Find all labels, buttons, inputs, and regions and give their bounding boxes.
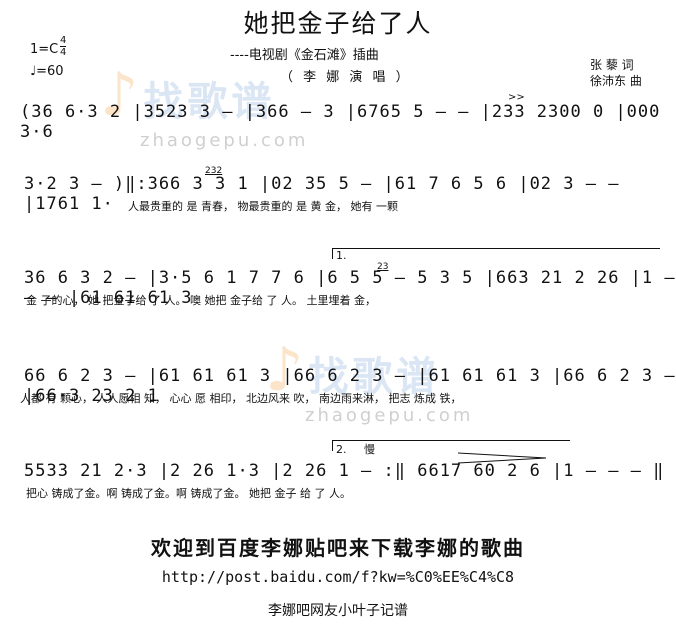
notation-line: (36 6·3 2 |3523 3 – |366 – 3 |6765 5 – –… <box>20 102 661 142</box>
music-note-icon: ♪ <box>265 335 304 405</box>
lyrics-line: 金 子的心， 她 把金子给 了 人。 噢 她把 金子给 了 人。 土里埋着 金， <box>26 294 376 307</box>
tieba-link[interactable]: http://post.baidu.com/f?kw=%C0%EE%C4%C8 <box>161 568 515 586</box>
watermark-middle: ♪ 找歌谱 zhaogepu.com <box>265 335 473 426</box>
welcome-banner: 欢迎到百度李娜贴吧来下载李娜的歌曲 <box>151 536 525 560</box>
notation-line: 66 6 2 3 – |61 61 61 3 |66 6 2 3 – |61 6… <box>24 366 676 406</box>
watermark-text: 找歌谱 <box>143 79 276 125</box>
lyrics-line: 把心 铸成了金。啊 铸成了金。啊 铸成了金。 她把 金子 给 了 人。 <box>26 487 351 500</box>
watermark-url: zhaogepu.com <box>305 405 474 426</box>
notation-line: 5533 21 2·3 |2 26 1·3 |2 26 1 – :‖ 6617 … <box>24 461 665 481</box>
meter-top: 4 <box>60 35 67 46</box>
tempo-mark: ♩=60 <box>30 64 64 79</box>
watermark-url: zhaogepu.com <box>140 130 309 151</box>
song-title: 她把金子给了人 <box>243 9 433 38</box>
song-subtitle: ----电视剧《金石滩》插曲 <box>230 48 379 63</box>
lyricist-credit: 张 藜 词 <box>590 58 634 72</box>
notation-line: 3·2 3 – )‖:366 3 3 1 |02 35 5 – |61 7 6 … <box>24 174 620 214</box>
composer-credit: 徐沛东 曲 <box>590 74 642 88</box>
meter-bottom: 4 <box>60 47 67 58</box>
watermark-top: ♪ 找歌谱 zhaogepu.com <box>100 60 308 151</box>
volta-2-label: 2. <box>336 443 347 456</box>
notation-line: 36 6 3 2 – |3·5 6 1 7 7 6 |6 5 5 – 5 3 5… <box>24 268 676 308</box>
grace-note-b: 23 <box>377 262 389 272</box>
time-signature: 4 4 <box>60 35 67 58</box>
meter-divider <box>60 46 67 47</box>
tempo-slow-mark: 慢 <box>364 443 375 456</box>
key-signature: 1=C <box>30 42 59 57</box>
watermark-text: 找歌谱 <box>308 354 441 400</box>
accent-marks: >> <box>508 92 525 103</box>
music-note-icon: ♪ <box>100 60 139 130</box>
lyrics-line: 人都 有 颗心， 人人愿相 知， 心心 愿 相印， 北边风来 吹， 南边雨来淋，… <box>20 392 462 405</box>
singer-credit: （ 李 娜 演 唱 ） <box>280 70 412 85</box>
grace-note-a: 232 <box>205 166 223 176</box>
transcriber-credit: 李娜吧网友小叶子记谱 <box>268 603 408 619</box>
lyrics-line: 人最贵重的 是 青春， 物最贵重的 是 黄 金， 她有 一颗 <box>128 200 398 213</box>
volta-first-ending: 1. <box>332 248 660 262</box>
volta-second-ending: 2. 慢 <box>332 440 570 456</box>
volta-1-label: 1. <box>336 249 347 262</box>
diminuendo-mark <box>458 452 547 464</box>
